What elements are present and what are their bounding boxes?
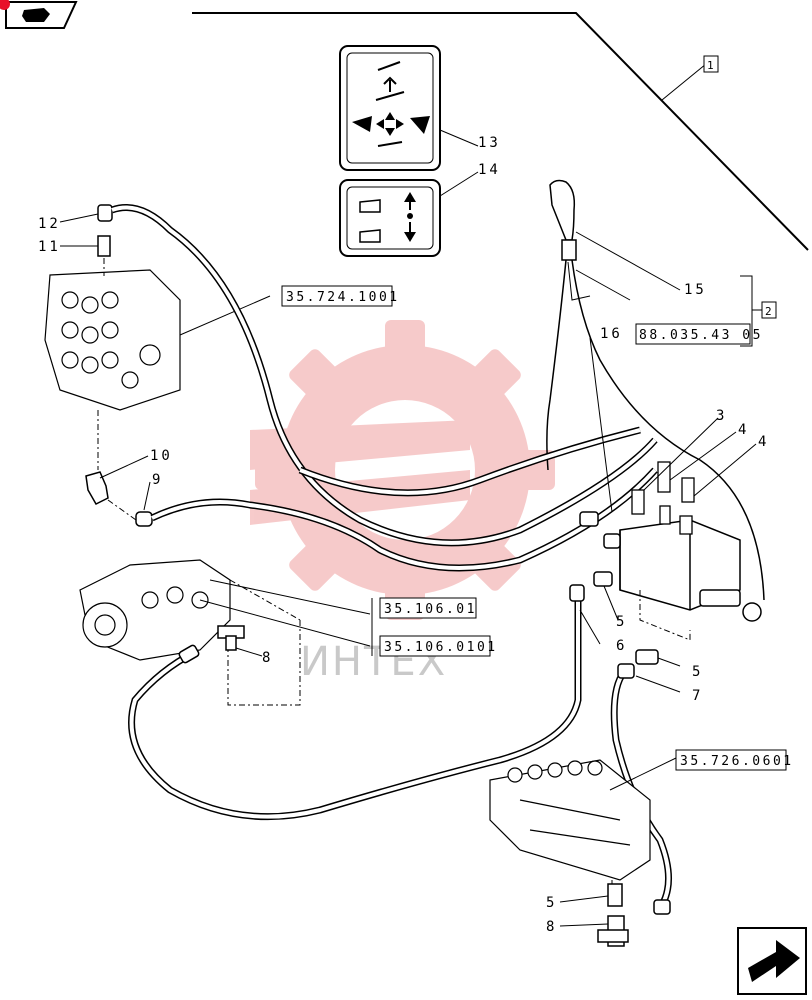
- ref-box-2: [635, 323, 751, 345]
- callout-box-1: [703, 55, 719, 73]
- ref-box-1: [281, 285, 393, 307]
- ref-35-106-01: 35.106.01: [384, 602, 477, 617]
- fitting-5-mid: [635, 649, 659, 665]
- ref-box-4: [379, 635, 491, 657]
- hydraulic-pump: [79, 559, 231, 661]
- fitting-3: [631, 489, 645, 515]
- ref-88-035-43-05: 88.035.43 05: [639, 328, 763, 343]
- control-valve-upper: [44, 269, 181, 411]
- callout-5-upper: 5: [616, 614, 627, 630]
- callout-3: 3: [716, 408, 727, 424]
- ref-box-3: [379, 597, 477, 619]
- fitting-8-upper: [217, 625, 245, 651]
- decal-13: [339, 45, 441, 171]
- callout-16: 16: [600, 326, 623, 342]
- ref-35-724-1001: 35.724.1001: [286, 290, 400, 305]
- fitting-8-lower: [597, 915, 629, 947]
- leader-1: [661, 63, 707, 101]
- callout-4b: 4: [758, 434, 769, 450]
- callout-4a: 4: [738, 422, 749, 438]
- ref-35-106-0101: 35.106.0101: [384, 640, 498, 655]
- callout-10: 10: [150, 448, 173, 464]
- callout-box-2: [761, 301, 777, 319]
- selector-valve-block: [579, 511, 762, 622]
- ref-box-5: [675, 749, 787, 771]
- frame-line: [192, 12, 809, 251]
- fitting-12: [97, 204, 113, 222]
- next-page-arrow-icon[interactable]: [737, 927, 807, 995]
- book-icon[interactable]: [0, 0, 78, 29]
- fitting-10: [85, 471, 109, 505]
- callout-1: 1: [707, 59, 714, 72]
- callout-5-mid: 5: [692, 664, 703, 680]
- fitting-5-upper: [593, 571, 613, 587]
- callout-14: 14: [478, 162, 501, 178]
- callout-11: 11: [38, 239, 61, 255]
- callout-12: 12: [38, 216, 61, 232]
- fitting-4a: [657, 461, 671, 525]
- callout-13: 13: [478, 135, 501, 151]
- ref-35-726-0601: 35.726.0601: [680, 754, 794, 769]
- callout-2: 2: [765, 305, 772, 318]
- fitting-9: [135, 511, 153, 527]
- callout-6: 6: [616, 638, 627, 654]
- callout-8-upper: 8: [262, 650, 273, 666]
- decal-14: [339, 179, 441, 257]
- joystick-handle: [546, 179, 765, 601]
- callout-7: 7: [692, 688, 703, 704]
- callout-8-lower: 8: [546, 919, 557, 935]
- fitting-11: [97, 235, 111, 257]
- fitting-5-lower: [607, 883, 623, 907]
- callout-15: 15: [684, 282, 707, 298]
- callout-5-lower: 5: [546, 895, 557, 911]
- callout-9: 9: [152, 472, 163, 488]
- fitting-4b: [679, 477, 695, 535]
